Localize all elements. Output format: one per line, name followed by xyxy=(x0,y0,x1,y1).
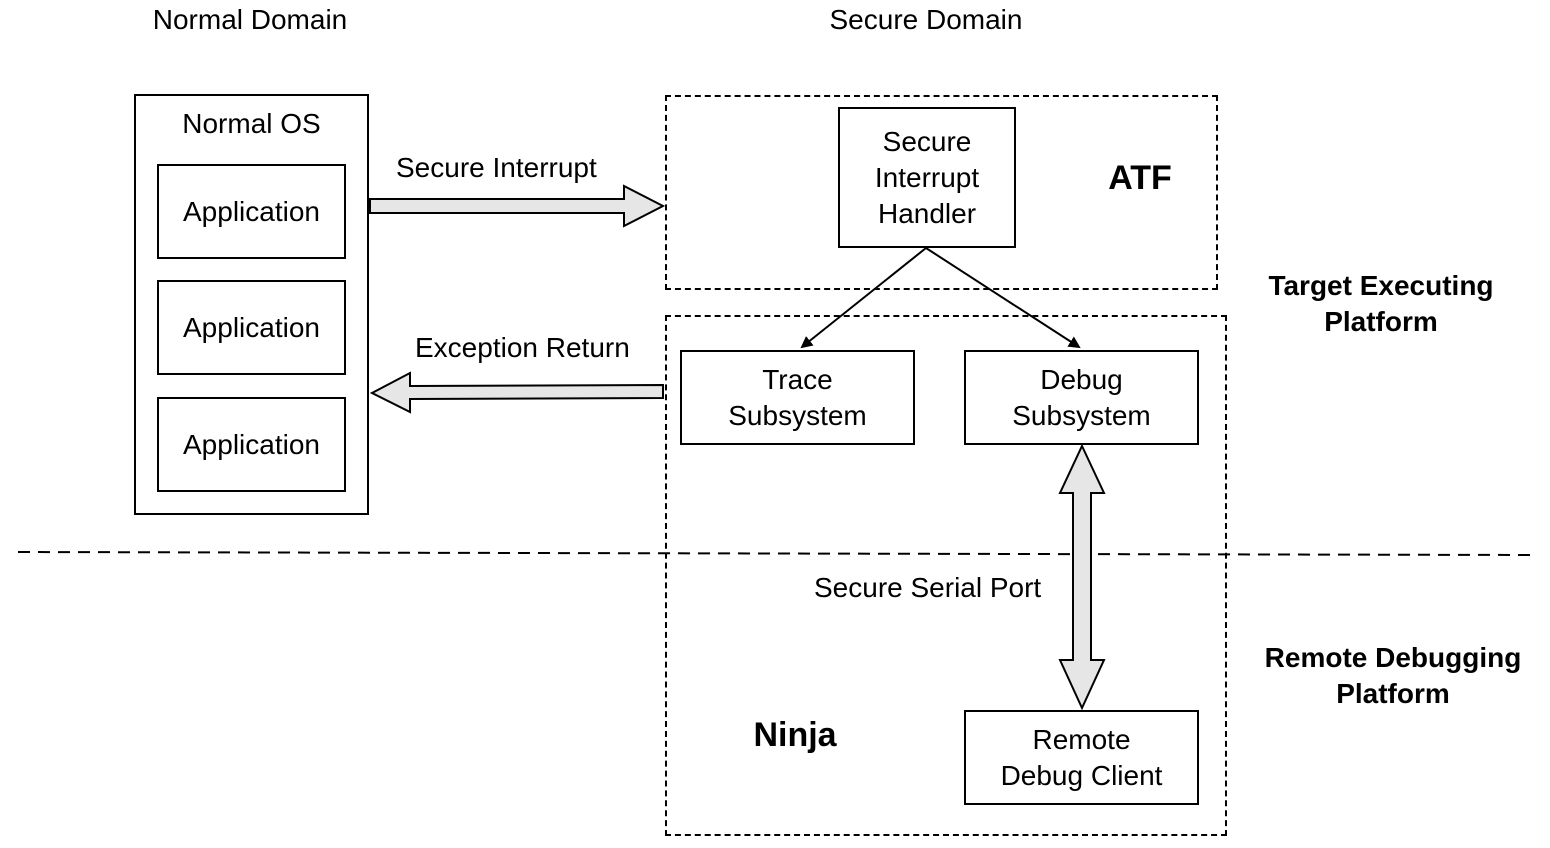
normal-os-title: Normal OS xyxy=(182,108,321,139)
ninja-region xyxy=(665,315,1227,836)
exception-return-arrow xyxy=(369,371,664,414)
handler-to-trace-arrow xyxy=(800,247,927,349)
application-box: Application xyxy=(157,397,346,492)
atf-region xyxy=(665,95,1218,290)
remote-debug-client-box: Remote Debug Client xyxy=(964,710,1199,805)
secure-domain-header: Secure Domain xyxy=(829,4,1023,35)
secure-serial-port-arrow xyxy=(1058,443,1106,711)
target-executing-platform-label: Target Executing Platform xyxy=(1268,270,1494,337)
application-box: Application xyxy=(157,164,346,259)
atf-label: ATF xyxy=(1108,159,1172,197)
secure-interrupt-arrow xyxy=(369,184,666,228)
secure-interrupt-handler-box: Secure Interrupt Handler xyxy=(838,107,1016,248)
platform-divider xyxy=(17,551,1531,556)
debug-subsystem-box: Debug Subsystem xyxy=(964,350,1199,445)
secure-interrupt-label: Secure Interrupt xyxy=(396,152,597,183)
trace-subsystem-box: Trace Subsystem xyxy=(680,350,915,445)
ninja-label: Ninja xyxy=(753,716,837,754)
remote-debugging-platform-label: Remote Debugging Platform xyxy=(1264,642,1522,709)
exception-return-label: Exception Return xyxy=(415,332,630,363)
handler-to-debug-arrow xyxy=(925,247,1081,349)
normal-domain-header: Normal Domain xyxy=(152,4,348,35)
application-box: Application xyxy=(157,280,346,375)
secure-serial-port-label: Secure Serial Port xyxy=(814,572,1042,603)
